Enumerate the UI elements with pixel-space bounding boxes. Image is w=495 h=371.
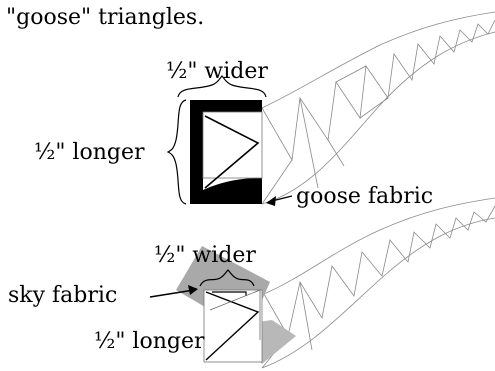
goose-fabric-arrowhead bbox=[266, 196, 276, 206]
upper-geese-strip bbox=[261, 11, 495, 205]
lower-length-label: ½" longer bbox=[94, 329, 205, 354]
lower-width-label: ½" wider bbox=[154, 243, 256, 268]
goose-fabric-block bbox=[190, 100, 263, 204]
goose-fabric-label: goose fabric bbox=[296, 184, 433, 209]
upper-length-label: ½" longer bbox=[34, 140, 145, 165]
lower-geese-strip bbox=[261, 197, 495, 369]
lower-width-brace bbox=[199, 269, 255, 287]
sky-fabric-block bbox=[176, 246, 296, 364]
upper-width-brace bbox=[177, 75, 267, 98]
caption-text: "goose" triangles. bbox=[6, 5, 204, 30]
upper-width-label: ½" wider bbox=[166, 59, 268, 84]
sky-fabric-arrowhead bbox=[188, 285, 198, 295]
upper-length-brace bbox=[166, 99, 187, 205]
sky-fabric-arrow bbox=[149, 289, 195, 298]
sky-fabric-label: sky fabric bbox=[8, 283, 117, 308]
